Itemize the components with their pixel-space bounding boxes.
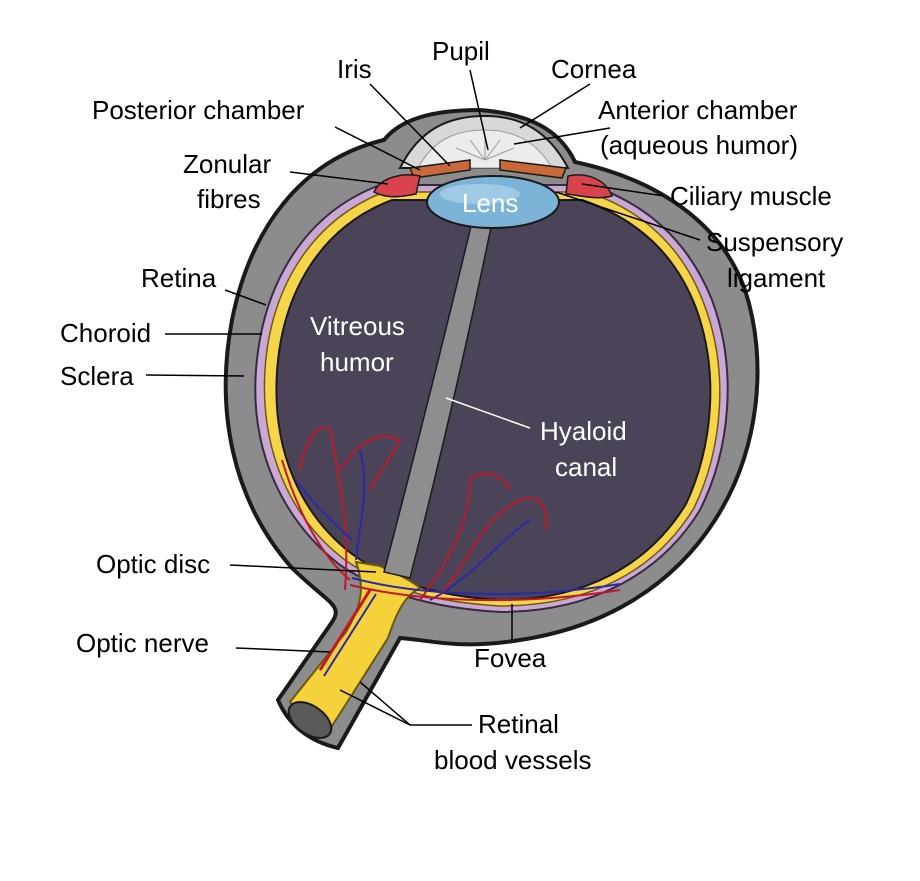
label-zonular-fibres-line1: Zonular — [183, 149, 271, 179]
retinal-blood-vessels — [281, 426, 621, 677]
label-optic-nerve: Optic nerve — [76, 628, 209, 658]
ciliary-muscle-right — [565, 174, 613, 199]
label-ciliary-muscle: Ciliary muscle — [670, 181, 832, 211]
label-cornea: Cornea — [551, 54, 637, 84]
label-vitreous-humor-line2: humor — [320, 347, 394, 377]
leader-lines — [145, 69, 701, 726]
label-hyaloid-canal-line2: canal — [555, 452, 617, 482]
aqueous-rays — [455, 136, 515, 161]
lens-highlight — [440, 184, 520, 204]
label-zonular-fibres-line2: fibres — [197, 184, 261, 214]
label-lens: Lens — [462, 188, 518, 218]
label-retinal-blood-vessels-line2: blood vessels — [434, 745, 592, 775]
label-anterior-chamber-line1: Anterior chamber — [598, 95, 798, 125]
label-retinal-blood-vessels-line1: Retinal — [478, 709, 559, 739]
label-iris: Iris — [337, 54, 372, 84]
label-posterior-chamber: Posterior chamber — [92, 95, 305, 125]
label-pupil: Pupil — [432, 36, 490, 66]
hyaloid-canal-shape — [383, 221, 493, 579]
label-suspensory-ligament-line1: Suspensory — [706, 227, 843, 257]
label-anterior-chamber-line2: (aqueous humor) — [600, 130, 798, 160]
label-optic-disc: Optic disc — [96, 549, 210, 579]
ciliary-muscle-left — [373, 174, 421, 198]
label-retina: Retina — [141, 263, 217, 293]
optic-nerve-cut-end — [287, 701, 333, 739]
vitreous-body-shape — [275, 199, 712, 602]
label-fovea: Fovea — [474, 643, 547, 673]
label-sclera: Sclera — [60, 361, 134, 391]
iris-shape-right — [499, 159, 568, 179]
label-vitreous-humor-line1: Vitreous — [310, 311, 405, 341]
label-hyaloid-canal-line1: Hyaloid — [540, 416, 627, 446]
label-suspensory-ligament-line2: ligament — [727, 263, 826, 293]
label-choroid: Choroid — [60, 318, 151, 348]
